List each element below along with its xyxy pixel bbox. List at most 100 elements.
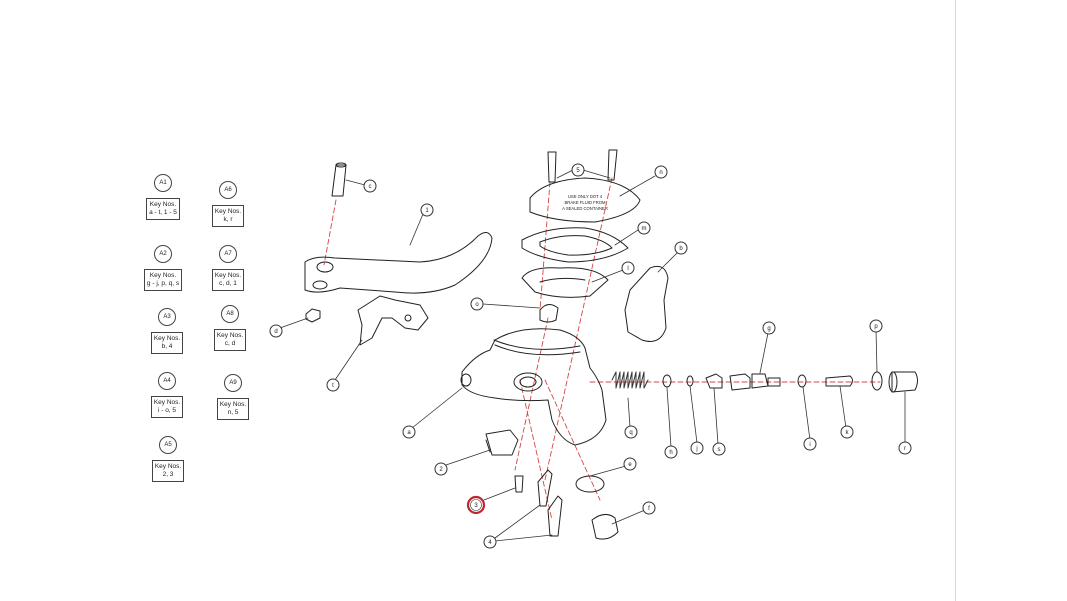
key-group-items: c, d, 1 — [219, 280, 237, 287]
callout-label: p — [874, 324, 878, 330]
callout-label: h — [669, 450, 672, 456]
callout-4[interactable]: 4 — [483, 535, 497, 549]
cap-f-part — [591, 514, 619, 540]
key-group-items: b, 4 — [161, 343, 173, 350]
callout-c[interactable]: c — [363, 179, 377, 193]
key-group-a5: A5 Key Nos. 2, 3 — [138, 436, 198, 482]
key-group-title: Key Nos. — [153, 335, 181, 342]
callout-i[interactable]: i — [803, 437, 817, 451]
callout-label: s — [718, 447, 721, 453]
brake-lever-part — [304, 232, 493, 294]
callout-label: q — [629, 430, 632, 436]
right-panel-divider — [955, 0, 956, 601]
callout-j[interactable]: j — [690, 441, 704, 455]
cover-screws-part — [547, 149, 618, 183]
key-group-id: A3 — [158, 308, 176, 326]
callout-r[interactable]: r — [898, 441, 912, 455]
boot-r-part — [891, 371, 918, 393]
screw-c-part — [331, 162, 347, 197]
key-group-box: Key Nos. c, d — [213, 329, 247, 351]
callouts: c 1 d t a 2 3 4 5 n m l b o q h j s g i … — [269, 163, 912, 549]
key-group-id: A4 — [158, 372, 176, 390]
cover-label-line: BRAKE FLUID FROM — [565, 200, 606, 205]
key-group-box: Key Nos. i - o, 5 — [150, 396, 184, 418]
key-group-box: Key Nos. c, d, 1 — [211, 269, 245, 291]
key-group-items: 2, 3 — [162, 471, 174, 478]
callout-g[interactable]: g — [762, 321, 776, 335]
key-group-a7: A7 Key Nos. c, d, 1 — [198, 245, 258, 291]
callout-d[interactable]: d — [269, 324, 283, 338]
callout-m[interactable]: m — [637, 221, 651, 235]
callout-k[interactable]: k — [840, 425, 854, 439]
callout-h[interactable]: h — [664, 445, 678, 459]
callout-2[interactable]: 2 — [434, 462, 448, 476]
cap-o-part — [539, 304, 559, 323]
callout-5[interactable]: 5 — [571, 163, 585, 177]
callout-e[interactable]: e — [623, 457, 637, 471]
key-group-title: Key Nos. — [214, 272, 242, 279]
key-group-title: Key Nos. — [154, 463, 182, 470]
key-group-items: i - o, 5 — [157, 407, 177, 414]
callout-label: 3 — [474, 503, 478, 509]
key-group-id: A8 — [221, 305, 239, 323]
callout-label: n — [659, 170, 662, 176]
push-rod-part — [825, 375, 853, 387]
key-group-title: Key Nos. — [149, 201, 177, 208]
bolt-4a-part — [537, 469, 553, 507]
reservoir-cover-part — [529, 177, 641, 223]
callout-f[interactable]: f — [642, 501, 656, 515]
key-group-title: Key Nos. — [153, 399, 181, 406]
callout-label: d — [274, 329, 277, 335]
seal-i-part — [797, 374, 807, 388]
key-group-id: A5 — [159, 436, 177, 454]
key-group-id: A1 — [154, 174, 172, 192]
callout-p[interactable]: p — [869, 319, 883, 333]
callout-label: f — [648, 506, 650, 512]
callout-t[interactable]: t — [326, 378, 340, 392]
key-group-id: A7 — [219, 245, 237, 263]
screw-3-part — [514, 475, 524, 493]
callout-a[interactable]: a — [402, 425, 416, 439]
key-group-a1: A1 Key Nos. a - t, 1 - 5 — [133, 174, 193, 220]
callout-s[interactable]: s — [712, 442, 726, 456]
reservoir-plate-part — [521, 267, 609, 298]
key-group-items: g - j, p, q, s — [146, 280, 180, 287]
callout-label: k — [846, 430, 850, 436]
key-group-items: a - t, 1 - 5 — [149, 209, 177, 216]
washer-j-part — [686, 375, 694, 387]
key-group-box: Key Nos. g - j, p, q, s — [143, 269, 183, 291]
callout-label: m — [642, 226, 647, 232]
callout-label: 4 — [488, 540, 492, 546]
diaphragm-part — [521, 227, 629, 263]
callout-label: j — [695, 446, 697, 452]
callout-o[interactable]: o — [470, 297, 484, 311]
callout-l[interactable]: l — [621, 261, 635, 275]
key-group-id: A6 — [219, 181, 237, 199]
bracket-t-part — [357, 295, 429, 346]
shroud-b-part — [624, 265, 669, 342]
circlip-p-part — [871, 371, 883, 391]
callout-b[interactable]: b — [674, 241, 688, 255]
callout-label: e — [628, 462, 632, 468]
leader-lines — [279, 169, 906, 542]
key-group-title: Key Nos. — [214, 208, 242, 215]
key-group-items: k, r — [223, 216, 233, 223]
callout-q[interactable]: q — [624, 425, 638, 439]
callout-1[interactable]: 1 — [420, 203, 434, 217]
key-group-a9: A9 Key Nos. n, 5 — [203, 374, 263, 420]
callout-3-highlighted[interactable]: 3 — [466, 495, 486, 515]
key-group-title: Key Nos. — [219, 401, 247, 408]
key-group-a3: A3 Key Nos. b, 4 — [137, 308, 197, 354]
key-group-box: Key Nos. n, 5 — [216, 398, 250, 420]
callout-label: t — [332, 383, 334, 389]
switch-part — [485, 429, 519, 456]
callout-n[interactable]: n — [654, 165, 668, 179]
key-group-items: n, 5 — [227, 409, 239, 416]
callout-label: c — [369, 184, 372, 190]
alignment-guides — [323, 177, 881, 521]
callout-label: a — [407, 430, 411, 436]
key-group-box: Key Nos. a - t, 1 - 5 — [146, 198, 180, 220]
key-group-title: Key Nos. — [216, 332, 244, 339]
spring-part — [611, 371, 649, 389]
